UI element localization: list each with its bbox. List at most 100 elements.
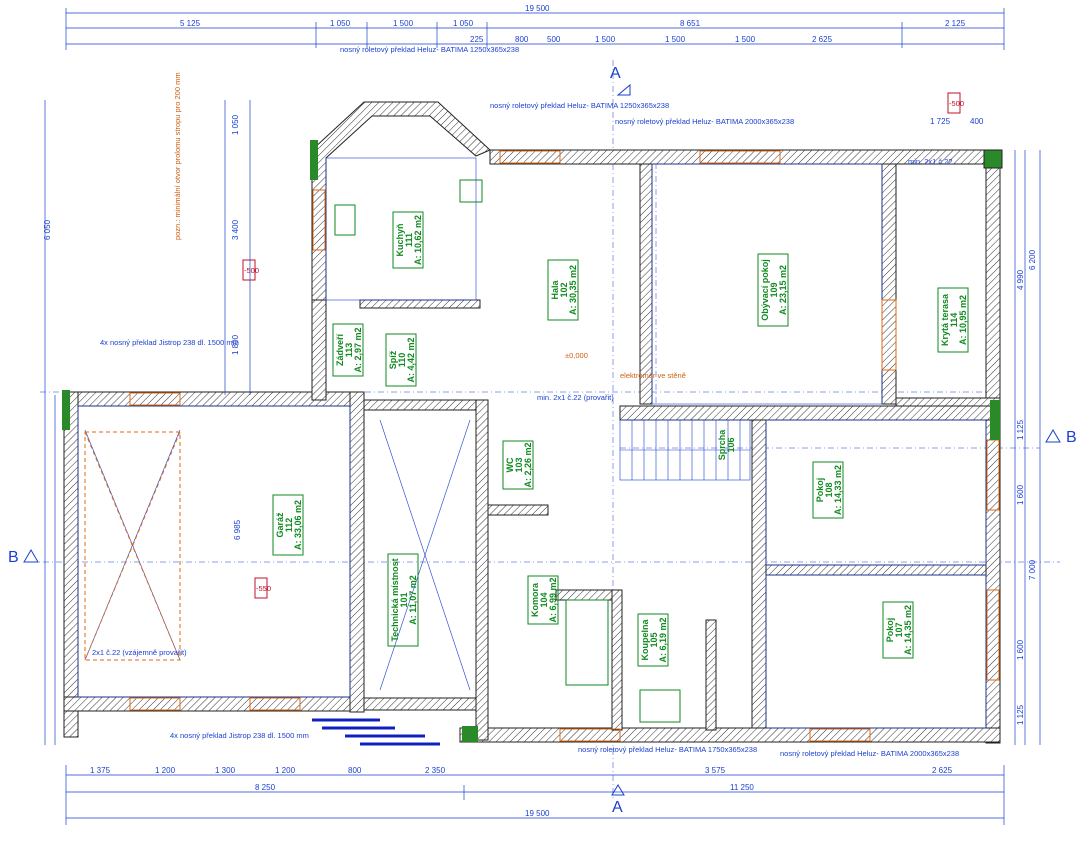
dim-top-1: 5 125 (180, 19, 201, 28)
room-area-bathroom: A: 6,19 m2 (658, 617, 668, 662)
green-frames (62, 140, 1003, 742)
dim-left-4: 1 800 (231, 334, 240, 355)
room-name-vestibule: Zádveří (335, 333, 345, 366)
section-marker-b-right: B (1045, 429, 1077, 446)
room-label-hall: Hala 102 A: 30,35 m2 (547, 259, 579, 321)
room-label-room-107: Pokoj 107 A: 14,35 m2 (882, 601, 914, 659)
red-tag-3: -550 (256, 584, 271, 593)
room-id-shower: 106 (726, 437, 736, 452)
room-area-room-107: A: 14,35 m2 (903, 605, 913, 655)
dim-top-r3-2: 800 (515, 35, 529, 44)
note-lintel-left: 4x nosný překlad Jistrop 238 dl. 1500 mm (100, 338, 239, 347)
dim-left-3: 1 050 (231, 114, 240, 135)
room-area-pantry: A: 4,42 m2 (406, 337, 416, 382)
dim-top-r3-6: 1 500 (735, 35, 756, 44)
room-id-garage: 112 (284, 518, 294, 533)
dim-bottom-7: 3 575 (705, 766, 726, 775)
note-lintel-bottom-left: 4x nosný překlad Jistrop 238 dl. 1500 mm (170, 731, 309, 740)
dim-top-r3-4: 1 500 (595, 35, 616, 44)
room-name-room-107: Pokoj (885, 618, 895, 643)
note-floor-hatch: pozn.: minimální otvor prolomu stropu pr… (173, 72, 182, 240)
dim-top-r3-1: 225 (470, 35, 484, 44)
dim-left-1: 6 050 (43, 219, 52, 240)
dim-bottom-total: 19 500 (525, 809, 550, 818)
room-id-hall: 102 (559, 282, 569, 297)
section-marker-a-top: A (610, 65, 631, 96)
section-marker-b-left: B (8, 549, 39, 566)
top-dimension-lines: 19 500 5 125 1 050 1 500 1 050 8 651 2 1… (65, 4, 1005, 126)
room-label-terrace: Krytá terasa 114 A: 10,95 m2 (937, 287, 969, 353)
section-label-b-left: B (8, 549, 19, 566)
dim-top-r3-3: 500 (547, 35, 561, 44)
room-area-terrace: A: 10,95 m2 (958, 295, 968, 345)
dim-top-2: 1 050 (330, 19, 351, 28)
red-tag-2-box (242, 259, 256, 281)
red-tag-2: -500 (244, 266, 259, 275)
bottom-dimension-lines: 1 375 1 200 1 300 1 200 800 2 350 3 575 … (65, 765, 1005, 825)
room-area-vestibule: A: 2,97 m2 (353, 327, 363, 372)
walls (63, 101, 1001, 744)
room-id-storage: 104 (539, 592, 549, 607)
right-dimension-lines: 6 200 4 990 7 000 1 125 1 600 1 600 1 12… (1014, 150, 1041, 745)
room-id-pantry: 110 (397, 353, 407, 368)
dim-right-5: 1 600 (1016, 484, 1025, 505)
room-name-kitchen: Kuchyň (395, 223, 405, 256)
dim-bottom-1: 1 375 (90, 766, 111, 775)
section-label-a-bottom: A (612, 799, 623, 816)
grid-axes (30, 60, 1060, 800)
staircase (619, 419, 751, 481)
dim-top-r3-7: 2 625 (812, 35, 833, 44)
section-label-a-top: A (610, 65, 621, 82)
room-id-terrace: 114 (949, 313, 959, 328)
room-label-pantry: Spíž 110 A: 4,42 m2 (385, 333, 417, 387)
room-area-storage: A: 6,99 m2 (548, 577, 558, 622)
room-label-storage: Komora 104 A: 6,99 m2 (527, 575, 559, 625)
room-name-pantry: Spíž (388, 350, 398, 369)
room-name-wc: WC (505, 457, 515, 472)
note-level: ±0,000 (565, 351, 588, 360)
dim-bottom-6: 2 350 (425, 766, 446, 775)
room-id-vestibule: 113 (344, 343, 354, 358)
room-id-living: 109 (769, 282, 779, 297)
room-name-bathroom: Koupelna (640, 619, 650, 661)
room-id-tech: 101 (399, 592, 409, 607)
left-dimension-lines: 6 050 3 400 1 050 1 800 6 985 (43, 100, 251, 745)
dim-left-5: 6 985 (233, 519, 242, 540)
dim-top-r3-9: 400 (970, 117, 984, 126)
lintels (129, 150, 1000, 742)
dim-bottom-2: 1 200 (155, 766, 176, 775)
room-area-hall: A: 30,35 m2 (568, 265, 578, 315)
note-garage: 2x1 č.22 (vzájemně provařit) (92, 648, 187, 657)
red-tag-3-box (254, 577, 268, 599)
room-label-wc: WC 103 A: 2,26 m2 (502, 440, 534, 490)
room-name-storage: Komora (530, 582, 540, 617)
note-elec-meter: elektroměr ve stěně (620, 371, 686, 380)
dim-right-7: 1 125 (1016, 704, 1025, 725)
room-label-living: Obývací pokoj 109 A: 23,15 m2 (757, 253, 789, 327)
dim-bottom-4: 1 200 (275, 766, 296, 775)
dim-top-3: 1 500 (393, 19, 414, 28)
dim-top-total: 19 500 (525, 4, 550, 13)
note-lintel-top-left: nosný roletový překlad Heluz- BATIMA 125… (340, 45, 519, 54)
room-label-vestibule: Zádveří 113 A: 2,97 m2 (332, 323, 364, 377)
dim-bottom-row2-2: 11 250 (730, 783, 754, 792)
dim-bottom-3: 1 300 (215, 766, 236, 775)
dim-right-1: 6 200 (1028, 249, 1037, 270)
entrance-steps (312, 718, 440, 746)
room-area-kitchen: A: 10,62 m2 (413, 215, 423, 265)
red-tag-1: -500 (949, 99, 964, 108)
dim-top-4: 1 050 (453, 19, 474, 28)
room-label-bathroom: Koupelna 105 A: 6,19 m2 (637, 613, 669, 667)
room-area-living: A: 23,15 m2 (778, 265, 788, 315)
room-name-shower: Sprcha (717, 429, 727, 461)
dim-bottom-5: 800 (348, 766, 362, 775)
section-marker-a-bottom: A (611, 784, 625, 816)
room-area-wc: A: 2,26 m2 (523, 442, 533, 487)
room-name-room-108: Pokoj (815, 478, 825, 503)
note-floor-hatch-group: pozn.: minimální otvor prolomu stropu pr… (173, 72, 182, 240)
dim-right-3: 7 000 (1028, 559, 1037, 580)
room-name-tech: Technická místnost (390, 558, 400, 641)
room-name-hall: Hala (550, 280, 560, 300)
room-name-garage: Garáž (275, 512, 285, 538)
room-label-tech: Technická místnost 101 A: 11,07 m2 (387, 553, 419, 647)
